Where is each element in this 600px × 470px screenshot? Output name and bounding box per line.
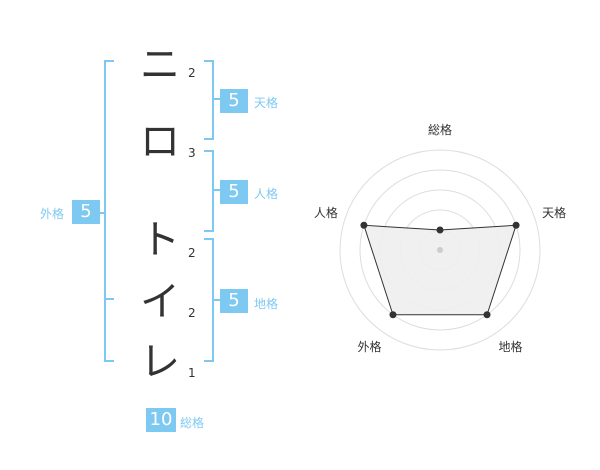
radar-center-dot — [437, 247, 443, 253]
tenkaku-value: 5 — [220, 89, 248, 113]
tenkaku-bracket-tick — [214, 98, 222, 100]
radar-axis-label-5: 人格 — [314, 205, 338, 220]
radar-ring-4 — [359, 169, 521, 331]
radar-axis-label-4: 外格 — [357, 339, 381, 354]
tenkaku-bracket — [204, 60, 214, 140]
name-char-4: イ — [140, 279, 180, 325]
radar-point-5 — [360, 221, 368, 229]
stroke-count-1: 2 — [188, 66, 196, 80]
stroke-count-2: 3 — [188, 146, 196, 160]
radar-point-3 — [483, 311, 491, 319]
stroke-count-3: 2 — [188, 246, 196, 260]
soukaku-label: 総格 — [180, 416, 205, 430]
jinkaku-label: 人格 — [254, 187, 279, 201]
gaikaku-label: 外格 — [40, 207, 65, 221]
stroke-count-5: 1 — [188, 366, 196, 380]
radar-point-2 — [512, 221, 520, 229]
radar-point-4 — [389, 311, 397, 319]
name-char-3: ト — [140, 217, 180, 263]
jinkaku-bracket-tick — [214, 189, 222, 191]
radar-point-1 — [436, 226, 444, 234]
soukaku-value: 10 — [146, 408, 176, 432]
name-char-1: ニ — [140, 42, 180, 88]
gaikaku-bracket-tick — [96, 212, 106, 214]
stroke-count-4: 2 — [188, 306, 196, 320]
gaikaku-value: 5 — [72, 200, 100, 224]
chikaku-bracket — [204, 238, 214, 362]
name-char-2: ロ — [140, 119, 180, 165]
radar-axis-label-3: 地格 — [499, 339, 523, 354]
radar-axis-label-1: 総格 — [428, 122, 452, 137]
chikaku-value: 5 — [220, 289, 248, 313]
name-char-5: レ — [140, 339, 180, 385]
radar-axis-label-2: 天格 — [542, 205, 566, 220]
chikaku-label: 地格 — [254, 297, 279, 311]
jinkaku-value: 5 — [220, 180, 248, 204]
chikaku-bracket-tick — [214, 299, 222, 301]
radar-ring-5 — [339, 149, 541, 351]
radar-series-area — [363, 224, 517, 316]
gaikaku-bracket-split — [104, 298, 114, 300]
gaikaku-bracket — [104, 60, 114, 362]
jinkaku-bracket — [204, 150, 214, 232]
tenkaku-label: 天格 — [254, 96, 279, 110]
